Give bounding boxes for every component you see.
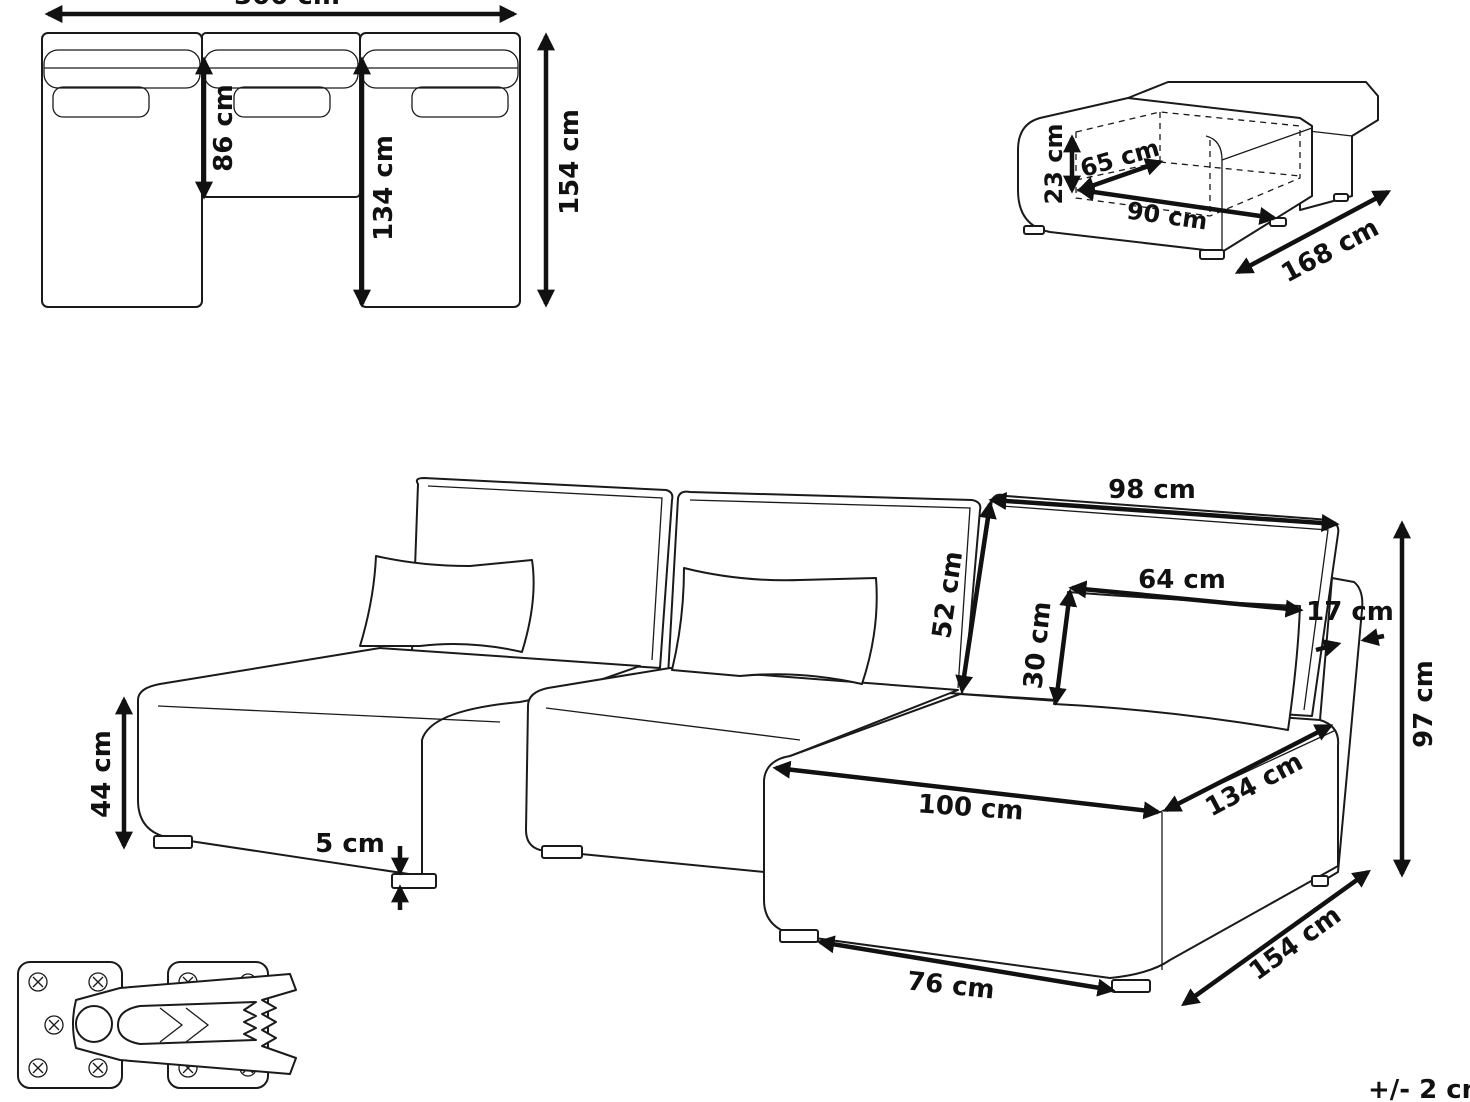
back-height-dimension-line [955, 500, 997, 694]
module-width-label: 100 cm [917, 789, 1025, 826]
ottoman-height-label: 23 cm [1040, 124, 1068, 205]
back-width-dimension-line [988, 492, 1340, 532]
armrest-width-label: 17 cm [1306, 597, 1394, 627]
sofa-perspective-drawing [137, 477, 1364, 993]
connector-clip-icon [17, 961, 297, 1089]
chaise-length-label: 154 cm [1244, 900, 1347, 986]
chaise-depth-label: 134 cm [369, 135, 399, 241]
total-depth-label: 154 cm [555, 109, 585, 215]
front-length-dimension-line [816, 935, 1116, 997]
pillow-width-dimension-line [1068, 580, 1304, 618]
back-width-label: 98 cm [1108, 475, 1196, 505]
front-length-label: 76 cm [906, 967, 996, 1006]
seat-height-label: 44 cm [87, 730, 117, 818]
seat-depth-label: 86 cm [209, 84, 239, 172]
top-width-label: 300 cm [234, 0, 340, 11]
module-width-dimension-line [772, 760, 1162, 820]
leg-height-label: 5 cm [315, 829, 385, 859]
pillow-width-label: 64 cm [1138, 565, 1226, 595]
armrest-width-arrow-left [1315, 639, 1342, 657]
total-height-label: 97 cm [1409, 660, 1439, 748]
armrest-width-arrow-right [1360, 628, 1385, 647]
pillow-height-dimension-line [1048, 588, 1078, 706]
top-view-drawing [41, 32, 521, 308]
module-depth-dimension-line [1162, 723, 1334, 813]
ottoman-length-dimension-line [1234, 190, 1392, 274]
tolerance-label: +/- 2 cm [1368, 1075, 1470, 1102]
chaise-length-dimension-line [1181, 869, 1371, 1007]
